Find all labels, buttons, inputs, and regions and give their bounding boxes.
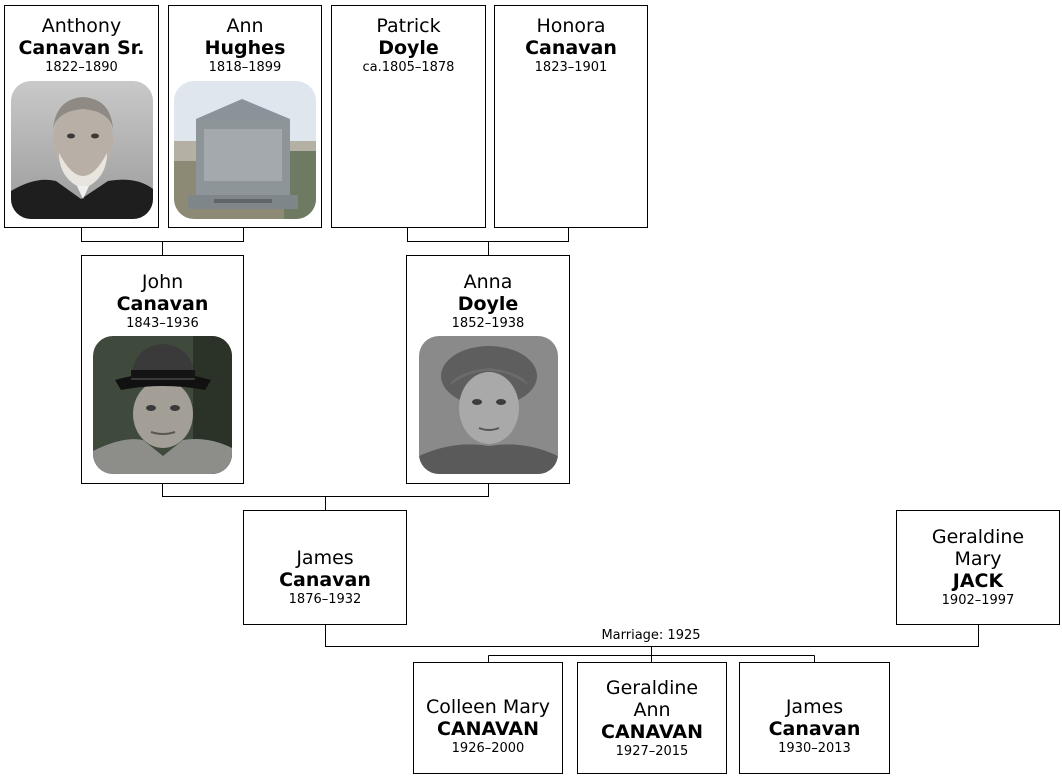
- life-dates: 1823–1901: [535, 60, 608, 76]
- given-name-line2: Colleen Mary: [426, 696, 550, 718]
- given-name: Anna: [464, 271, 513, 293]
- person-card-colleen-mary-canavan[interactable]: Colleen Mary CANAVAN 1926–2000: [413, 662, 563, 774]
- person-card-patrick-doyle[interactable]: Patrick Doyle ca.1805–1878: [331, 5, 486, 228]
- life-dates: 1876–1932: [289, 592, 362, 608]
- person-card-james-canavan[interactable]: James Canavan 1876–1932: [243, 510, 407, 625]
- surname: CANAVAN: [601, 721, 703, 743]
- life-dates: 1926–2000: [452, 741, 525, 757]
- surname: Canavan: [279, 569, 371, 591]
- marriage-label: Marriage: 1925: [581, 629, 721, 643]
- surname: Canavan: [769, 718, 861, 740]
- connector-canavan-grandparents: [82, 228, 244, 255]
- connector-children: [489, 647, 815, 663]
- given-name: John: [142, 271, 183, 293]
- surname: Canavan: [525, 37, 617, 59]
- life-dates: ca.1805–1878: [363, 60, 455, 76]
- person-card-geraldine-mary-jack[interactable]: Geraldine Mary JACK 1902–1997: [896, 510, 1060, 625]
- person-card-ann-hughes[interactable]: Ann Hughes 1818–1899: [168, 5, 322, 228]
- person-card-honora-canavan[interactable]: Honora Canavan 1823–1901: [494, 5, 648, 228]
- connector-doyle-grandparents: [408, 228, 569, 255]
- gravestone-photo-icon: [174, 81, 316, 219]
- surname: JACK: [953, 570, 1003, 592]
- given-name-line2: James: [786, 696, 843, 718]
- given-name: James: [296, 547, 353, 569]
- given-name: Ann: [226, 15, 263, 37]
- connector-parents: [163, 484, 489, 510]
- life-dates: 1902–1997: [942, 593, 1015, 609]
- life-dates: 1930–2013: [778, 741, 851, 757]
- given-name-line1: Geraldine: [932, 526, 1024, 548]
- given-name: Honora: [536, 15, 605, 37]
- portrait-photo-icon: [419, 336, 558, 474]
- life-dates: 1822–1890: [45, 60, 118, 76]
- person-card-john-canavan[interactable]: John Canavan 1843–1936: [81, 255, 244, 484]
- given-name-line2: Mary: [954, 548, 1001, 570]
- surname: Canavan Sr.: [18, 37, 144, 59]
- life-dates: 1852–1938: [452, 316, 525, 332]
- given-name-line2: Ann: [633, 699, 670, 721]
- portrait-photo-icon: [93, 336, 232, 474]
- surname: Doyle: [458, 293, 519, 315]
- life-dates: 1927–2015: [616, 744, 689, 760]
- given-name: Patrick: [376, 15, 440, 37]
- surname: CANAVAN: [437, 718, 539, 740]
- portrait-photo-icon: [11, 81, 153, 219]
- surname: Doyle: [378, 37, 439, 59]
- person-card-geraldine-ann-canavan[interactable]: Geraldine Ann CANAVAN 1927–2015: [577, 662, 727, 774]
- surname: Canavan: [117, 293, 209, 315]
- person-card-james-canavan-child[interactable]: James Canavan 1930–2013: [739, 662, 890, 774]
- given-name-line1: Geraldine: [606, 677, 698, 699]
- person-card-anna-doyle[interactable]: Anna Doyle 1852–1938: [406, 255, 570, 484]
- given-name: Anthony: [42, 15, 121, 37]
- surname: Hughes: [205, 37, 286, 59]
- person-card-anthony-canavan[interactable]: Anthony Canavan Sr. 1822–1890: [4, 5, 159, 228]
- life-dates: 1818–1899: [209, 60, 282, 76]
- life-dates: 1843–1936: [126, 316, 199, 332]
